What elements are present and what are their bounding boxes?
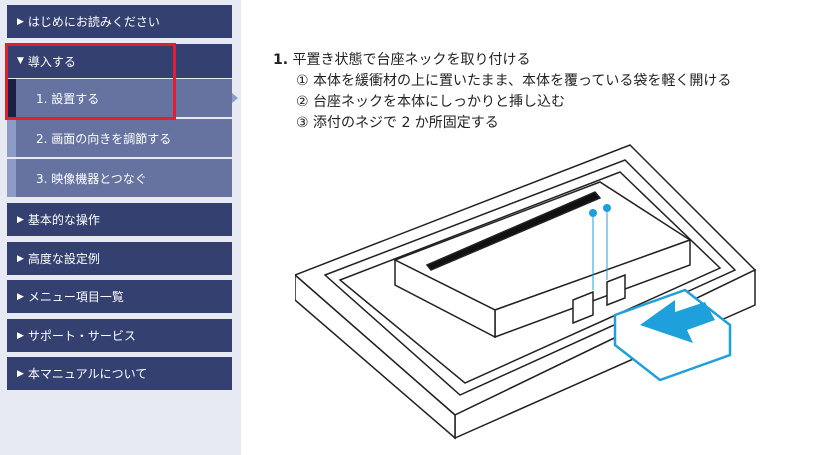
nav-label: 本マニュアルについて [27, 367, 148, 381]
nav-label: 2. 画面の向きを調節する [36, 131, 172, 146]
subnav-item-install[interactable]: 1. 設置する [7, 79, 232, 117]
step-title: 1. 平置き状態で台座ネックを取り付ける [273, 50, 731, 71]
nav-label: 導入する [27, 54, 76, 69]
collapse-arrow-icon: ▼ [17, 56, 24, 66]
expand-arrow-icon: ▶ [17, 368, 24, 379]
nav-item-basic[interactable]: ▶基本的な操作 [7, 203, 232, 236]
nav-item-setup[interactable]: ▼導入する [7, 44, 232, 78]
substep: ③ 添付のネジで 2 か所固定する [296, 115, 499, 131]
installation-illustration [295, 144, 757, 440]
nav-label: 1. 設置する [36, 91, 100, 106]
nav-item-about-manual[interactable]: ▶本マニュアルについて [7, 357, 232, 390]
current-page-pointer-icon [232, 93, 238, 103]
subnav-item-orientation[interactable]: 2. 画面の向きを調節する [7, 119, 232, 157]
nav-label: 基本的な操作 [27, 213, 100, 227]
expand-arrow-icon: ▶ [17, 214, 24, 225]
sidebar: ▶はじめにお読みください ▼導入する 1. 設置する 2. 画面の向きを調節する… [0, 0, 241, 455]
expand-arrow-icon: ▶ [17, 330, 24, 341]
expand-arrow-icon: ▶ [17, 291, 24, 302]
step-number: 1. [273, 52, 289, 68]
substep: ② 台座ネックを本体にしっかりと挿し込む [296, 94, 565, 110]
nav-label: メニュー項目一覧 [27, 290, 124, 304]
instruction: 1. 平置き状態で台座ネックを取り付ける ① 本体を緩衝材の上に置いたまま、本体… [273, 50, 731, 134]
substep: ① 本体を緩衝材の上に置いたまま、本体を覆っている袋を軽く開ける [296, 73, 732, 89]
step-title-text: 平置き状態で台座ネックを取り付ける [292, 52, 531, 68]
nav-label: 3. 映像機器とつなぐ [36, 171, 147, 186]
nav-label: 高度な設定例 [27, 252, 100, 266]
expand-arrow-icon: ▶ [17, 253, 24, 264]
nav-label: サポート・サービス [27, 329, 136, 343]
nav-item-advanced[interactable]: ▶高度な設定例 [7, 242, 232, 275]
nav-item-read-first[interactable]: ▶はじめにお読みください [7, 5, 232, 38]
expand-arrow-icon: ▶ [17, 16, 24, 27]
nav-item-menu-list[interactable]: ▶メニュー項目一覧 [7, 280, 232, 313]
nav-label: はじめにお読みください [27, 15, 160, 29]
subnav-item-connect[interactable]: 3. 映像機器とつなぐ [7, 159, 232, 197]
nav-item-support[interactable]: ▶サポート・サービス [7, 319, 232, 352]
